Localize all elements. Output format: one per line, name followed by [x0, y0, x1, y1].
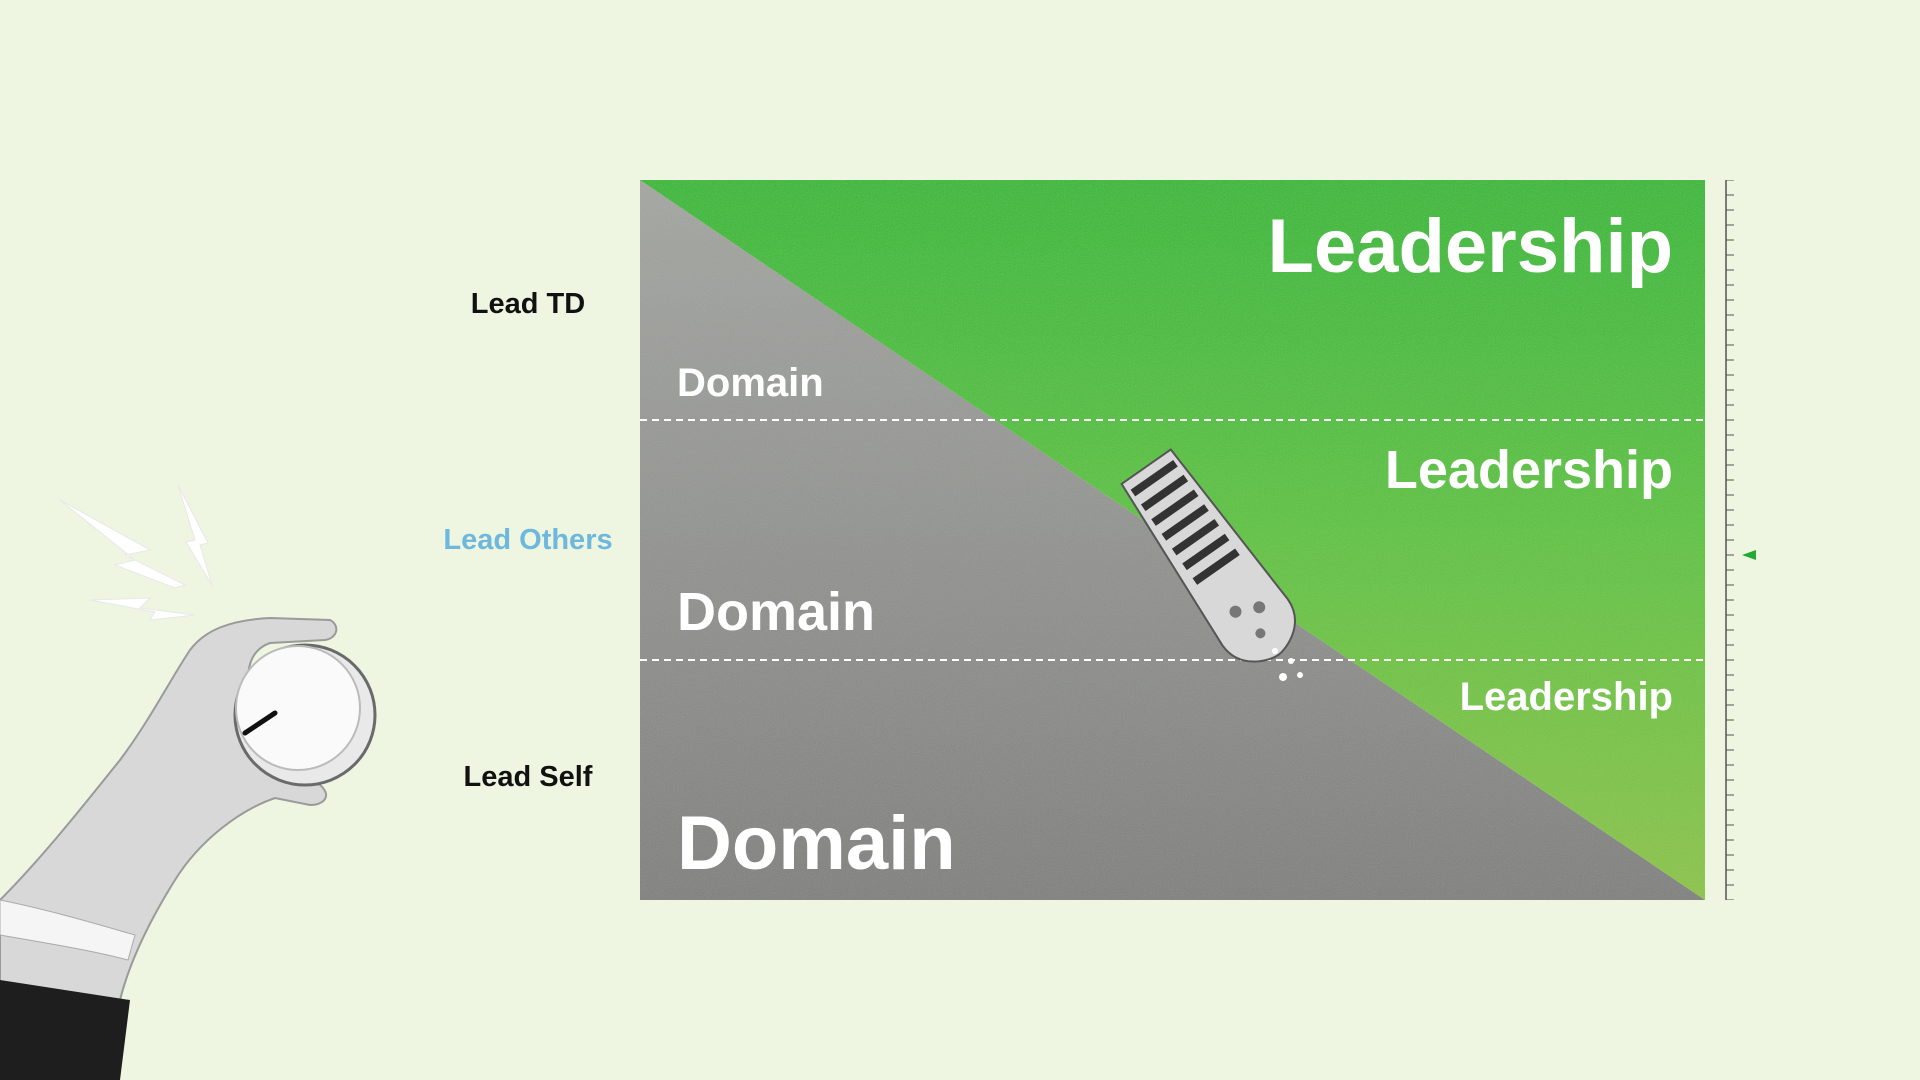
domain-label-top: Domain — [677, 361, 824, 405]
domain-label-bottom: Domain — [677, 801, 956, 886]
spark-lines-icon — [59, 484, 213, 621]
sinking-ship-illustration — [1120, 448, 1303, 681]
level-label-lead-self: Lead Self — [463, 761, 593, 793]
level-label-lead-td: Lead TD — [470, 288, 586, 320]
scale-marker-icon — [1742, 550, 1756, 560]
leadership-label-middle: Leadership — [1384, 440, 1673, 500]
hand-turning-knob-illustration — [0, 484, 377, 1080]
bubbles-icon — [1272, 648, 1303, 681]
level-scale — [1725, 180, 1756, 900]
leadership-label-bottom: Leadership — [1459, 675, 1673, 719]
level-label-lead-others: Lead Others — [443, 524, 613, 556]
ship-icon — [1120, 448, 1296, 663]
leadership-label-top: Leadership — [1267, 204, 1673, 289]
domain-label-middle: Domain — [677, 582, 876, 642]
knob-icon — [233, 643, 377, 787]
